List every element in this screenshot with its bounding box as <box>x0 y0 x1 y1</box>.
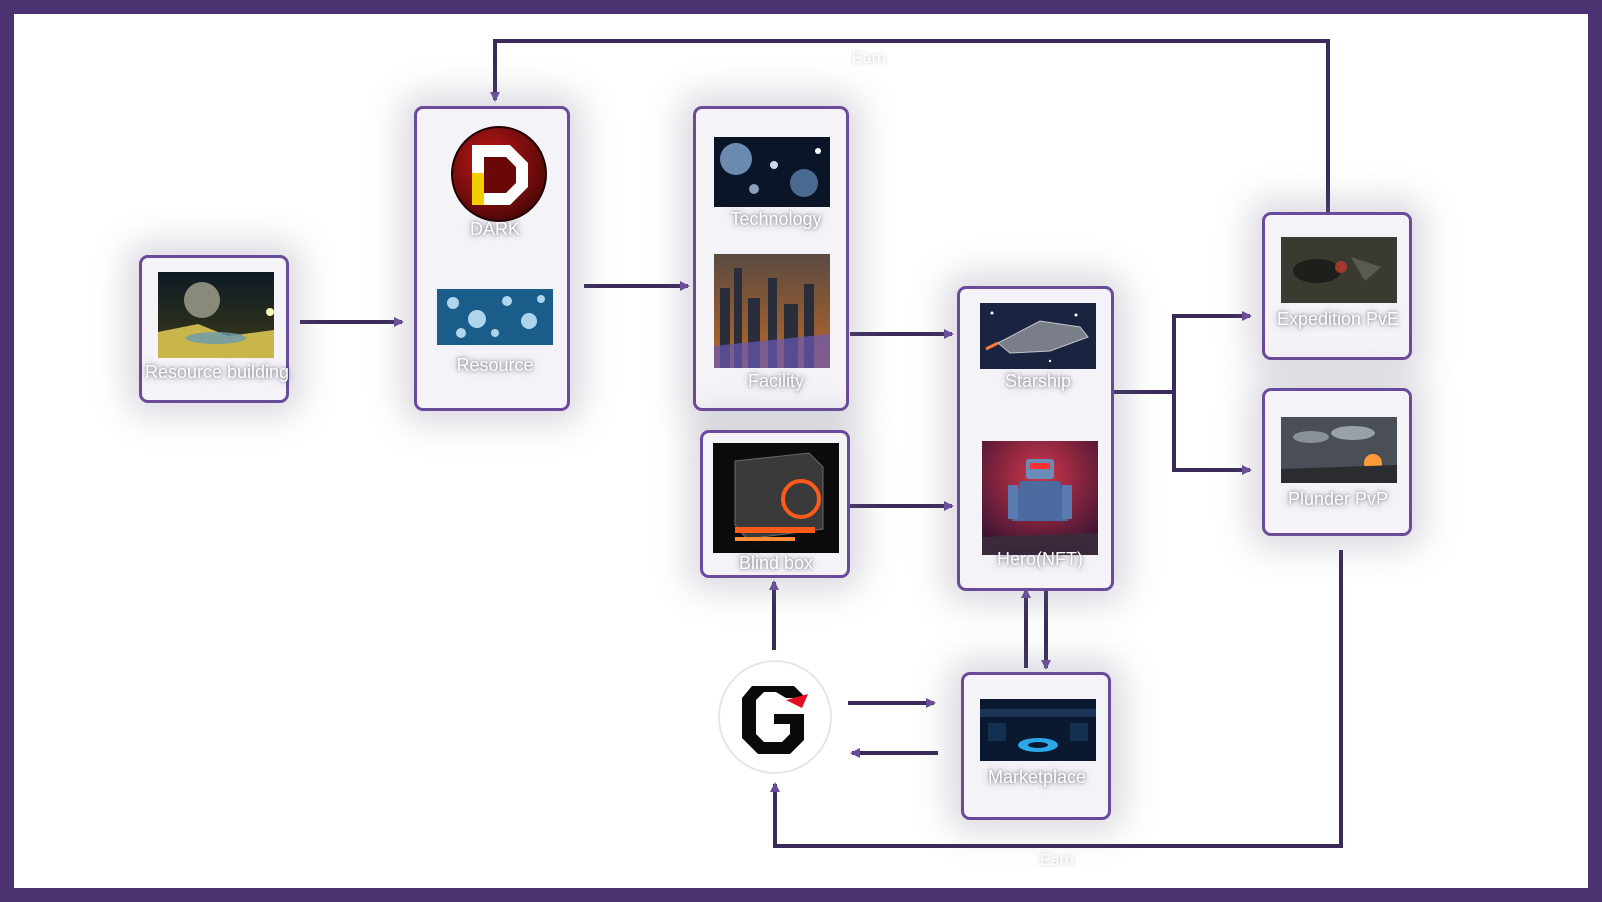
expedition-image <box>1281 237 1397 303</box>
resource-label: Resource <box>456 355 533 376</box>
facility-label: Facility <box>748 371 804 392</box>
blind-box-image <box>713 443 839 553</box>
node-dark-resource[interactable]: DARK Resource <box>414 106 570 411</box>
expedition-label: Expedition PvE <box>1277 309 1399 330</box>
blind-box-label: Blind box <box>739 553 813 574</box>
hero-image <box>982 441 1098 555</box>
resource-image <box>437 289 553 345</box>
hero-label: Hero(NFT) <box>997 549 1083 570</box>
plunder-image <box>1281 417 1397 483</box>
starship-label: Starship <box>1005 371 1071 392</box>
earn-label-bottom: Earn <box>1040 852 1074 870</box>
edge-expedition-to-dark <box>495 41 1328 212</box>
dark-label: DARK <box>470 219 520 240</box>
dark-d-logo-icon <box>450 125 548 223</box>
plunder-label: Plunder PvP <box>1288 489 1388 510</box>
node-plunder-pvp[interactable]: Plunder PvP <box>1262 388 1412 536</box>
marketplace-label: Marketplace <box>988 767 1086 788</box>
marketplace-image <box>980 699 1096 761</box>
technology-label: Technology <box>730 209 821 230</box>
facility-image <box>714 254 830 368</box>
technology-image <box>714 137 830 207</box>
node-expedition-pve[interactable]: Expedition PvE <box>1262 212 1412 360</box>
starship-image <box>980 303 1096 369</box>
node-technology-facility[interactable]: Technology Facility <box>693 106 849 411</box>
edge-to-expedition <box>1174 316 1250 470</box>
node-blind-box[interactable]: Blind box <box>700 430 850 578</box>
g-token-logo-icon[interactable] <box>716 658 834 776</box>
node-starship-hero[interactable]: Starship Hero(NFT) <box>957 286 1114 591</box>
resource-building-label: Resource building <box>145 362 289 383</box>
node-resource-building[interactable]: Resource building <box>139 255 289 403</box>
earn-label-top: Earn <box>852 50 886 68</box>
node-marketplace[interactable]: Marketplace <box>961 672 1111 820</box>
resource-building-image <box>158 272 274 358</box>
